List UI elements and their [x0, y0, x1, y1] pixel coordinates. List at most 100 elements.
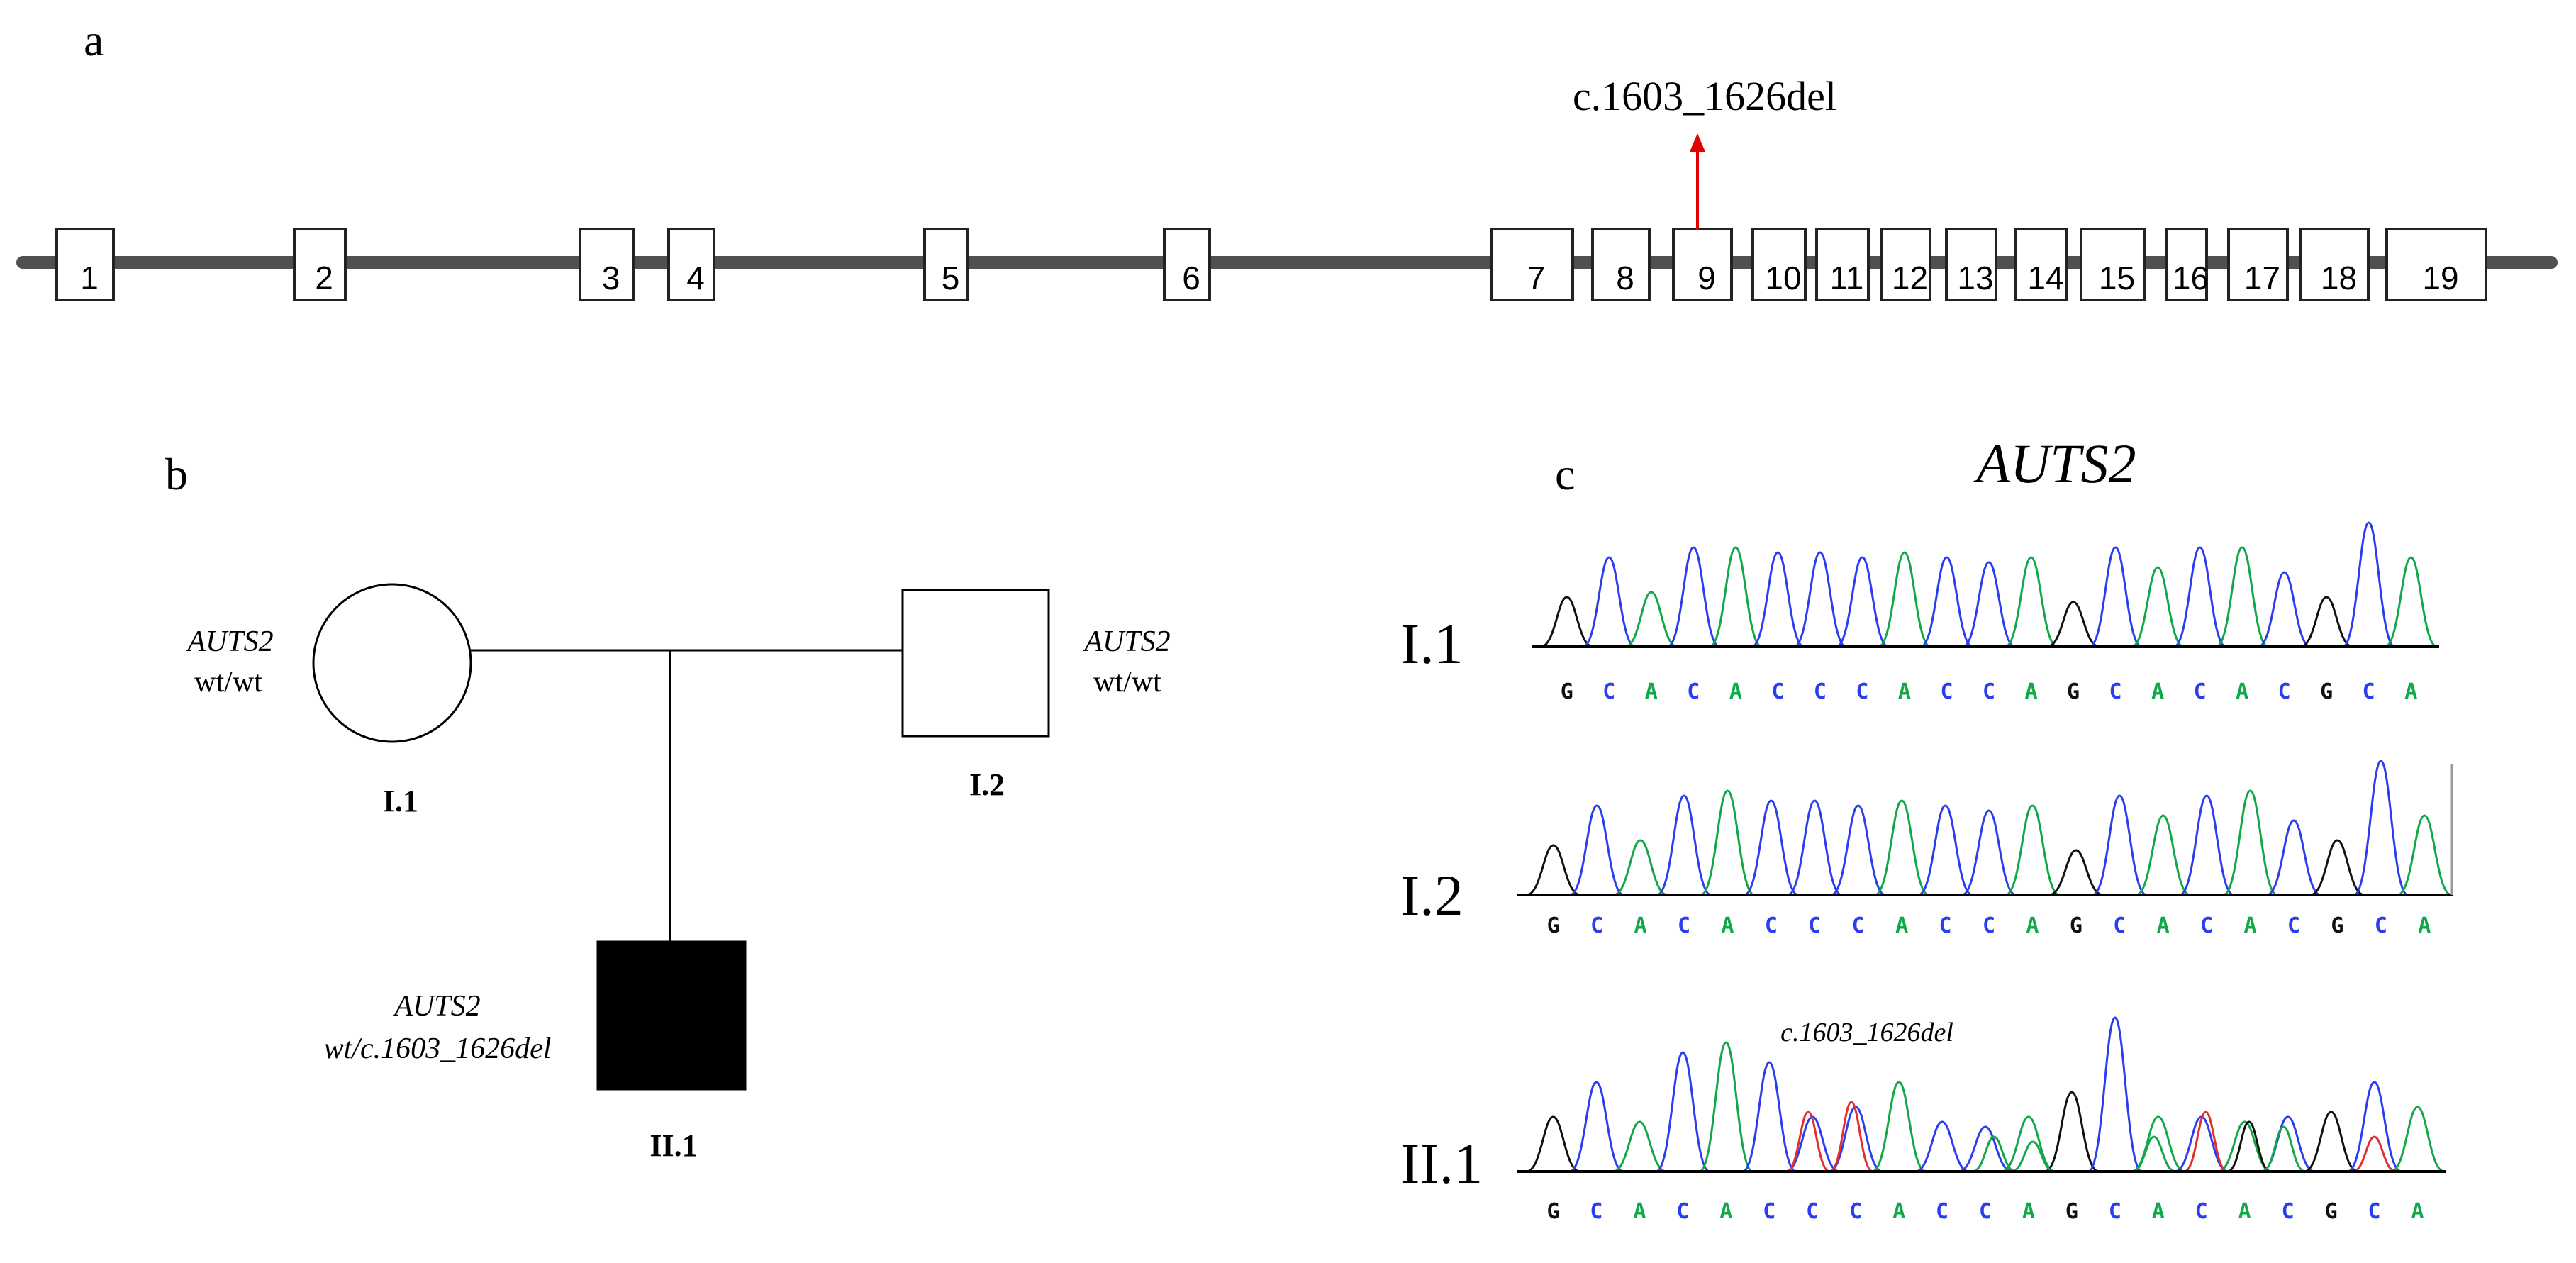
base-call: C — [2109, 679, 2122, 704]
exon-number: 13 — [1957, 260, 1993, 296]
base-call: G — [2325, 1199, 2338, 1224]
trace-peak — [1569, 1081, 1624, 1173]
exon-box — [293, 228, 347, 301]
trace-peak — [1569, 804, 1624, 896]
base-call: C — [2194, 679, 2207, 704]
trace-peak-secondary — [1786, 1111, 1831, 1173]
exon-number: 16 — [2173, 260, 2209, 296]
pedigree-male-I2 — [901, 589, 1050, 738]
exon-number: 11 — [1830, 260, 1864, 296]
exon-box — [579, 228, 635, 301]
trace-peak-secondary — [2261, 1125, 2306, 1173]
base-call: G — [2067, 679, 2080, 704]
pedigree-affected-male-II1 — [596, 940, 747, 1091]
trace-peak-secondary — [2011, 1140, 2055, 1173]
trace-peak — [1612, 1120, 1667, 1173]
trace-peak — [1540, 596, 1594, 648]
II1-genotype-label: wt/c.1603_1626del — [324, 1033, 552, 1065]
exon-box — [2165, 228, 2208, 301]
exon-number: 14 — [2027, 260, 2063, 296]
exon-box — [2227, 228, 2289, 301]
base-call: C — [1939, 913, 1952, 938]
base-call: C — [2278, 679, 2291, 704]
exon-number: 7 — [1527, 260, 1546, 296]
trace-peak-secondary — [2352, 1135, 2397, 1173]
base-call: A — [2244, 913, 2257, 938]
track-I2-label: I.2 — [1400, 863, 1463, 928]
exon-number: 19 — [2422, 260, 2458, 296]
trace-peak — [1874, 799, 1929, 896]
exon-5: 5 — [923, 228, 969, 301]
base-call: C — [1676, 1199, 1689, 1224]
variant-arrow-head — [1690, 133, 1705, 152]
base-call: A — [2236, 679, 2248, 704]
panel-b: b AUTS2 wt/wt I.1 AUTS2 wt/wt I.2 AUTS2 … — [165, 449, 1171, 1163]
base-call: C — [1849, 1199, 1862, 1224]
pedigree-female-I1 — [312, 583, 472, 743]
trace-peak — [1656, 794, 1712, 896]
base-call: A — [1898, 679, 1911, 704]
base-call: C — [1979, 1199, 1992, 1224]
base-call: G — [2320, 679, 2333, 704]
track-I1-label: I.1 — [1400, 611, 1463, 676]
base-call: C — [1590, 913, 1603, 938]
trace-peak — [2309, 839, 2365, 896]
base-call: G — [2070, 913, 2082, 938]
trace-peak — [1741, 1061, 1797, 1173]
trace-peak — [1526, 1115, 1580, 1173]
exon-12: 12 — [1880, 228, 1931, 301]
trace-peak — [1613, 839, 1668, 896]
trace-peak — [1787, 799, 1842, 896]
trace-peak — [1878, 551, 1931, 648]
trace-peak — [2179, 794, 2234, 896]
exon-number: 9 — [1697, 260, 1716, 296]
exon-number: 4 — [686, 260, 705, 296]
base-call: A — [2238, 1199, 2251, 1224]
exon-box — [1945, 228, 1997, 301]
trace-peak — [2087, 1016, 2143, 1173]
trace-peak — [1655, 1051, 1710, 1173]
exon-11: 11 — [1815, 228, 1870, 301]
base-call: C — [2287, 913, 2300, 938]
base-call: C — [1771, 679, 1784, 704]
base-call: C — [1983, 679, 1995, 704]
trace-peak — [2266, 819, 2321, 896]
base-call: A — [2024, 679, 2037, 704]
exon-number: 3 — [602, 260, 620, 296]
trace-peak — [2215, 546, 2269, 648]
exon-number: 18 — [2321, 260, 2357, 296]
exon-9: 9 — [1672, 228, 1733, 301]
exon-16: 16 — [2165, 228, 2209, 301]
trace-peak — [2390, 1106, 2445, 1173]
trace-peak — [2092, 794, 2147, 896]
exon-number: 1 — [80, 260, 99, 296]
trace-peak-secondary — [1972, 1135, 2017, 1173]
trace-peak — [1751, 551, 1805, 648]
base-call: C — [1808, 913, 1821, 938]
trace-peak — [1962, 561, 2016, 648]
trace-peak — [2342, 521, 2396, 648]
trace-peak — [1871, 1081, 1927, 1173]
base-call: A — [2157, 913, 2170, 938]
trace-peak — [2384, 556, 2438, 648]
exon-4: 4 — [667, 228, 715, 301]
I1-genotype-label: wt/wt — [194, 666, 262, 699]
track-II1-annotation: c.1603_1626del — [1780, 1018, 1953, 1047]
trace-peak — [1835, 556, 1889, 648]
I2-id-label: I.2 — [969, 767, 1005, 802]
exon-box — [2080, 228, 2146, 301]
base-call: C — [1590, 1199, 1602, 1224]
trace-peak — [1744, 799, 1799, 896]
exon-10: 10 — [1751, 228, 1807, 301]
exon-box — [1163, 228, 1211, 301]
base-call: C — [1806, 1199, 1819, 1224]
trace-peak — [1961, 809, 2017, 896]
trace-peak — [1698, 1041, 1753, 1173]
exon-18: 18 — [2299, 228, 2370, 301]
trace-peak — [2222, 789, 2278, 896]
exon-box — [2014, 228, 2068, 301]
trace-peak — [2005, 556, 2058, 648]
